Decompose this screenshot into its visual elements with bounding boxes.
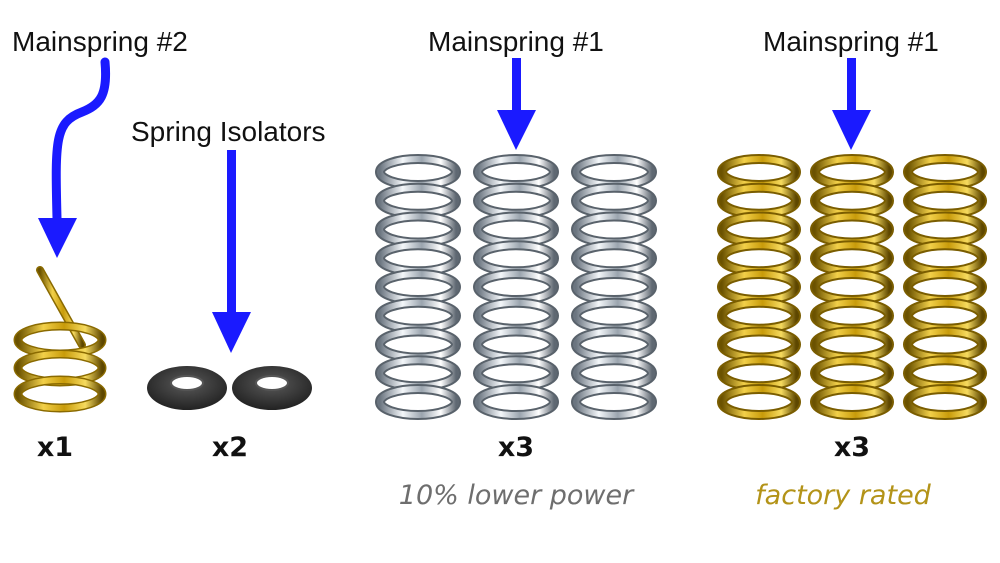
- rubber-ring-icon: [147, 366, 227, 410]
- gold-spring-group: [717, 154, 987, 420]
- arrow-down-icon: [497, 58, 536, 150]
- mainspring-1-gold-label: Mainspring #1: [763, 26, 939, 57]
- mainspring-2-label: Mainspring #2: [12, 26, 188, 57]
- spring-isolators-label: Spring Isolators: [131, 116, 326, 147]
- quantity-mainspring-2: x1: [36, 432, 74, 463]
- arrow-down-icon: [832, 58, 871, 150]
- coil-spring-icon: [473, 154, 559, 420]
- arrow-down-icon: [38, 57, 111, 258]
- chrome-power-note: 10% lower power: [398, 480, 634, 511]
- quantity-chrome-springs: x3: [497, 432, 535, 463]
- arrow-down-icon: [212, 150, 251, 353]
- coil-spring-icon: [717, 154, 801, 420]
- coil-spring-icon: [375, 154, 461, 420]
- coil-spring-icon: [13, 266, 107, 413]
- chrome-spring-group: [375, 154, 657, 420]
- quantity-isolators: x2: [211, 432, 249, 463]
- mainspring-1-chrome-label: Mainspring #1: [428, 26, 604, 57]
- rubber-ring-icon: [232, 366, 312, 410]
- coil-spring-icon: [903, 154, 987, 420]
- gold-rating-note: factory rated: [755, 480, 931, 511]
- quantity-gold-springs: x3: [833, 432, 871, 463]
- coil-spring-icon: [810, 154, 894, 420]
- coil-spring-icon: [571, 154, 657, 420]
